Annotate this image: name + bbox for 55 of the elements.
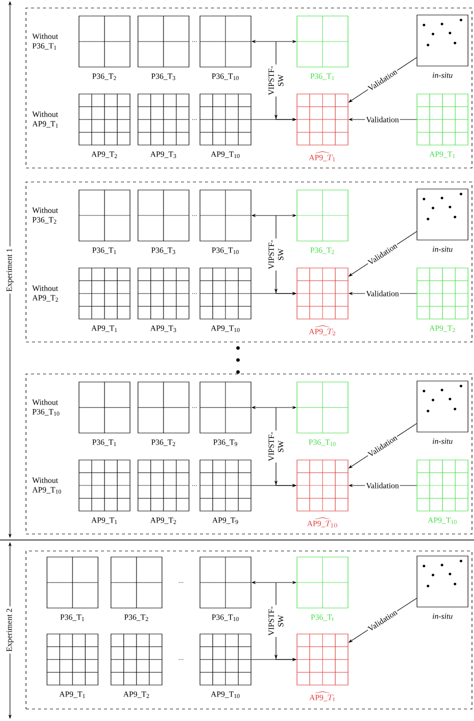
map-caption: $\widehat{\mathrm{AP9}\_T_{1}}$: [308, 151, 336, 162]
edge-label: VIPSTF-SW: [268, 605, 284, 637]
map-caption: AP9_T$_{1}$: [91, 326, 117, 332]
map-caption: P36_T$_{1}$: [310, 74, 334, 80]
map-caption: in-situ: [432, 72, 452, 78]
map-caption: in-situ: [432, 613, 452, 619]
experiment-label: Experiment 2: [4, 606, 16, 654]
map-caption: AP9_T$_{2}$: [123, 691, 149, 698]
map-caption: P36_T$_{3}$: [151, 74, 176, 80]
map-caption: AP9_T$_{10}$: [210, 326, 240, 332]
edge-label: Validation: [365, 116, 400, 124]
row-label: Without AP9_T$_{10}$: [32, 477, 62, 494]
row-label: Without AP9_T$_{2}$: [32, 285, 58, 302]
map-caption: P36_T$_{2}$: [310, 248, 334, 254]
map-caption: P36_T$_{2}$: [124, 614, 148, 621]
edge-label: VIPSTF-SW: [268, 64, 284, 96]
row-label: Without P36_T$_{2}$: [32, 207, 58, 224]
map-caption: AP9_T$_{10}$: [210, 152, 240, 158]
map-caption: P36_T$_{2}$: [151, 440, 176, 446]
map-caption: P36_T$_{t}$: [310, 614, 334, 621]
map-caption: P36_T$_{10}$: [212, 74, 239, 80]
map-caption: AP9_T$_{1}$: [59, 691, 85, 698]
row-label: Without P36_T$_{10}$: [32, 399, 60, 416]
edge-label: Validation: [365, 290, 400, 298]
map-caption: P36_T$_{3}$: [151, 248, 176, 254]
panel-frame: [26, 550, 472, 710]
map-caption: AP9_T$_{2}$: [91, 152, 117, 158]
map-caption: in-situ: [432, 246, 452, 252]
map-caption: AP9_T$_{1}$: [91, 518, 117, 524]
map-caption: AP9_T$_{1}$: [429, 152, 455, 158]
map-caption: AP9_T$_{3}$: [150, 152, 176, 158]
map-caption: $\widehat{\mathrm{AP9}\_T_{10}}$: [307, 517, 338, 528]
map-caption: AP9_T$_{10}$: [210, 691, 240, 698]
map-caption: in-situ: [432, 438, 452, 444]
map-caption: AP9_T$_{10}$: [428, 518, 457, 524]
map-caption: P36_T$_{10}$: [308, 440, 336, 446]
map-caption: P36_T$_{10}$: [212, 614, 239, 622]
edge-label: VIPSTF-SW: [268, 238, 284, 270]
map-caption: AP9_T$_{3}$: [150, 326, 176, 332]
map-caption: P36_T$_{10}$: [212, 248, 239, 254]
map-caption: AP9_T$_{9}$: [212, 518, 238, 524]
map-caption: $\widehat{\mathrm{AP9}\_T_{2}}$: [308, 325, 336, 336]
experiment-label: Experiment 1: [4, 246, 16, 294]
map-caption: AP9_T$_{2}$: [429, 326, 455, 332]
map-caption: P36_T$_{9}$: [213, 440, 238, 446]
map-caption: AP9_T$_{2}$: [150, 518, 176, 524]
row-label: Without AP9_T$_{1}$: [32, 111, 58, 128]
map-caption: P36_T$_{2}$: [92, 74, 116, 80]
map-caption: P36_T$_{1}$: [60, 614, 84, 621]
edge-label: Validation: [365, 482, 400, 490]
map-caption: P36_T$_{1}$: [92, 440, 116, 446]
map-caption: P36_T$_{1}$: [92, 248, 116, 254]
edge-label: VIPSTF-SW: [268, 430, 284, 462]
row-label: Without P36_T$_{1}$: [32, 33, 58, 50]
map-caption: $\widehat{\mathrm{AP9}\_T_{t}}$: [309, 691, 335, 702]
